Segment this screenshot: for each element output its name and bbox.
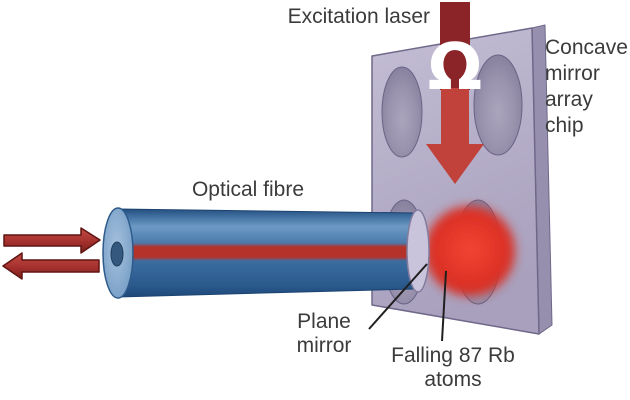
concave-label-line2: mirror [545, 62, 600, 85]
falling-atoms-label-line2: atoms [424, 368, 482, 391]
plane-mirror-cap [406, 209, 430, 293]
fibre-laser-stripe [130, 245, 413, 259]
concave-mirror-top-left [381, 66, 423, 158]
optical-fibre-label: Optical fibre [191, 178, 305, 201]
plane-mirror-label: Plane mirror [282, 310, 366, 358]
fibre-core [110, 241, 124, 267]
concave-label-line3: array [545, 88, 593, 111]
output-laser-arrow [2, 252, 100, 280]
omega-symbol: Ω [428, 31, 482, 105]
plane-mirror-label-line2: mirror [296, 334, 352, 357]
excitation-laser-arrowhead [426, 144, 484, 184]
concave-mirror-top-right [473, 54, 523, 156]
atoms-pointer-line [441, 270, 447, 342]
plane-mirror-pointer-line [368, 263, 428, 330]
excitation-laser-shaft-dark [440, 2, 470, 90]
falling-atoms-label-line1: Falling 87 Rb [391, 344, 515, 367]
excitation-laser-label: Excitation laser [287, 5, 430, 28]
input-laser-arrow [3, 227, 101, 254]
falling-atoms-label: Falling 87 Rb atoms [374, 344, 532, 392]
excitation-laser-shaft-bright [441, 88, 469, 148]
concave-label-line4: chip [545, 114, 584, 137]
concave-label-line1: Concave [545, 36, 628, 59]
atom-cloud [425, 206, 515, 296]
plane-mirror-label-line1: Plane [297, 310, 351, 333]
concave-mirror-array-chip-label: Concave mirror array chip [545, 35, 628, 139]
